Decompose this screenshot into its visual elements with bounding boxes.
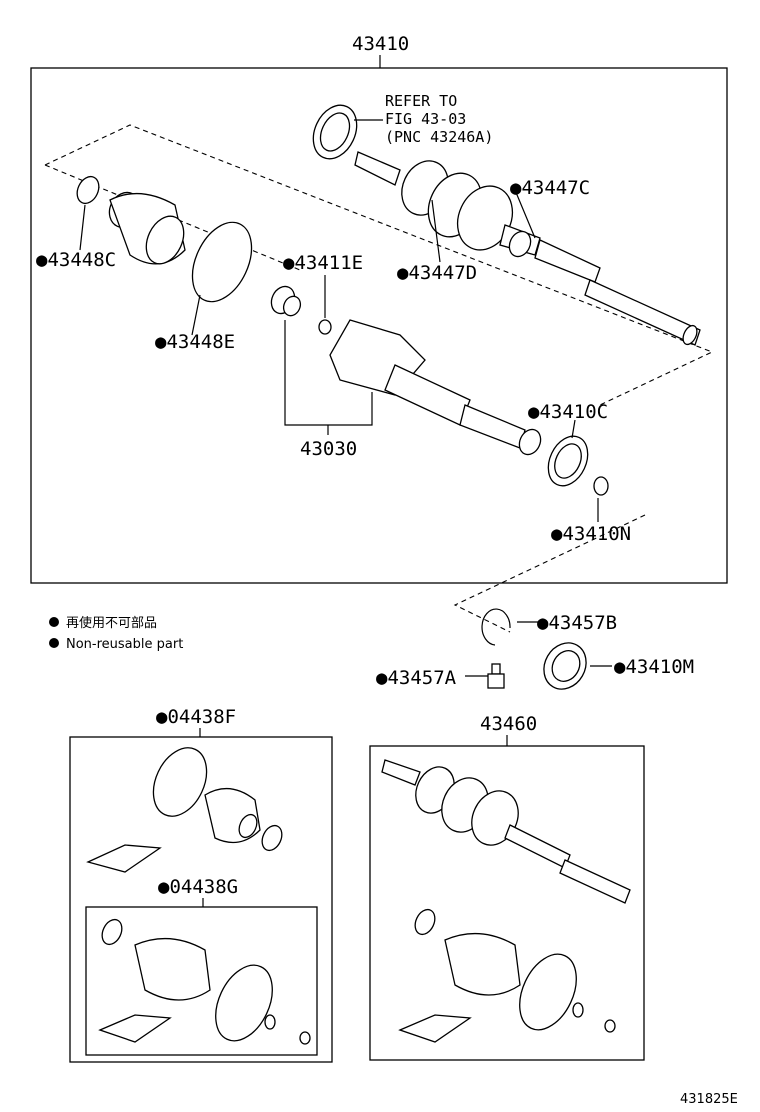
legend-bullet-2 [49, 638, 59, 648]
leader-43447D [431, 199, 441, 263]
leader-43447C [514, 189, 536, 239]
label-43448E: ●43448E [155, 331, 235, 353]
leader-43410C [571, 419, 576, 439]
kit-g-parts [98, 918, 311, 1045]
label-43447C: ●43447C [510, 177, 590, 199]
kit-box-04438G [85, 906, 318, 1056]
bolt-43457A [487, 663, 505, 689]
dashed-group-outline [44, 124, 714, 406]
leader-43448C [79, 204, 86, 251]
seal-43410M [543, 642, 587, 690]
legend-bullet-1 [49, 617, 59, 627]
refer-text-2: FIG 43-03 [385, 110, 466, 128]
kit-43460-parts [398, 908, 616, 1043]
label-43410M: ●43410M [614, 656, 694, 678]
tripod-joint [270, 285, 302, 317]
label-43411E: ●43411E [283, 252, 363, 274]
label-43457B: ●43457B [537, 612, 617, 634]
leader-43448E [191, 294, 201, 336]
label-43447D: ●43447D [397, 262, 477, 284]
assembly-box-43460 [369, 745, 645, 1061]
refer-text-3: (PNC 43246A) [385, 128, 493, 146]
label-43030: 43030 [300, 438, 357, 460]
label-43410N: ●43410N [551, 523, 631, 545]
snap-ring-43410N [593, 476, 609, 496]
inboard-boot [108, 191, 186, 265]
figure-id: 431825E [680, 1092, 738, 1107]
clamp-43448C [76, 175, 100, 205]
label-43457A: ●43457A [376, 667, 457, 689]
ring-refer-part [312, 104, 358, 160]
snap-ring-43411E [318, 319, 332, 335]
inboard-joint-43030 [329, 319, 542, 456]
refer-text-1: REFER TO [385, 92, 457, 110]
snap-ring-43457B [481, 608, 511, 646]
kit-f-parts [86, 747, 283, 873]
dashed-connector [453, 514, 646, 633]
legend-jp: 再使用不可部品 [66, 615, 157, 631]
label-04438F: ●04438F [156, 706, 236, 728]
label-43410C: ●43410C [528, 401, 608, 423]
clamp-43448E [191, 221, 253, 303]
label-43410: 43410 [352, 33, 409, 55]
kit-box-04438F [69, 736, 333, 1063]
legend-en: Non-reusable part [66, 637, 183, 652]
assembly-box-43410 [30, 67, 728, 584]
outer-shaft [354, 151, 701, 346]
bearing-43410C [547, 435, 589, 487]
shaft-43460 [381, 759, 631, 904]
label-04438G: ●04438G [158, 876, 238, 898]
label-43460: 43460 [480, 713, 537, 735]
label-43448C: ●43448C [36, 249, 116, 271]
